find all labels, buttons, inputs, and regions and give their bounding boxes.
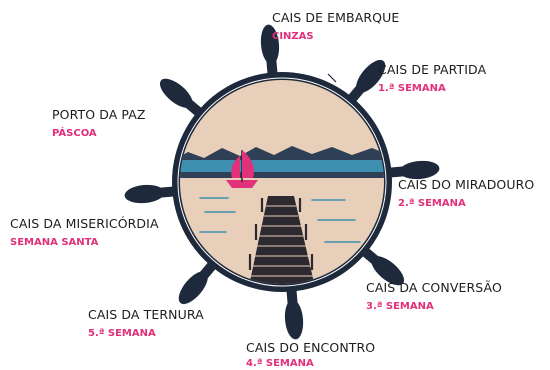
- station-cais-da-misericordia: CAIS DA MISERICÓRDIA SEMANA SANTA: [10, 216, 159, 248]
- sea-scene: [180, 80, 384, 284]
- station-cais-do-miradouro: CAIS DO MIRADOURO 2.ª SEMANA: [398, 177, 535, 209]
- station-cais-do-encontro: CAIS DO ENCONTRO 4.ª SEMANA: [246, 340, 376, 369]
- pier-planks: [249, 205, 313, 277]
- water-band: [180, 160, 384, 172]
- station-title: CAIS DE EMBARQUE: [272, 10, 400, 25]
- station-subtitle: CINZAS: [272, 30, 314, 42]
- station-subtitle: 1.ª SEMANA: [378, 82, 446, 94]
- station-subtitle: 4.ª SEMANA: [246, 357, 314, 369]
- station-title: CAIS DA CONVERSÃO: [366, 280, 502, 295]
- pier-posts: [248, 198, 314, 270]
- water-ripples: [199, 197, 361, 243]
- sailboat: [226, 150, 258, 188]
- station-cais-de-partida: CAIS DE PARTIDA 1.ª SEMANA: [378, 62, 487, 94]
- station-subtitle: 2.ª SEMANA: [398, 197, 466, 209]
- station-title: CAIS DE PARTIDA: [378, 62, 487, 77]
- station-title: CAIS DO MIRADOURO: [398, 177, 535, 192]
- station-title: CAIS DO ENCONTRO: [246, 340, 376, 355]
- station-title: PORTO DA PAZ: [52, 107, 146, 122]
- station-title: CAIS DA TERNURA: [88, 307, 204, 322]
- pier: [246, 196, 318, 284]
- wheel-marker: [327, 73, 337, 83]
- station-porto-da-paz: PORTO DA PAZ PÁSCOA: [52, 107, 146, 139]
- station-title: CAIS DA MISERICÓRDIA: [10, 216, 159, 231]
- station-cais-da-conversao: CAIS DA CONVERSÃO 3.ª SEMANA: [366, 280, 502, 312]
- station-cais-da-ternura: CAIS DA TERNURA 5.ª SEMANA: [88, 307, 204, 339]
- station-subtitle: 3.ª SEMANA: [366, 300, 434, 312]
- station-cais-de-embarque: CAIS DE EMBARQUE CINZAS: [272, 10, 400, 42]
- station-subtitle: SEMANA SANTA: [10, 236, 99, 248]
- station-subtitle: 5.ª SEMANA: [88, 327, 156, 339]
- station-subtitle: PÁSCOA: [52, 127, 97, 139]
